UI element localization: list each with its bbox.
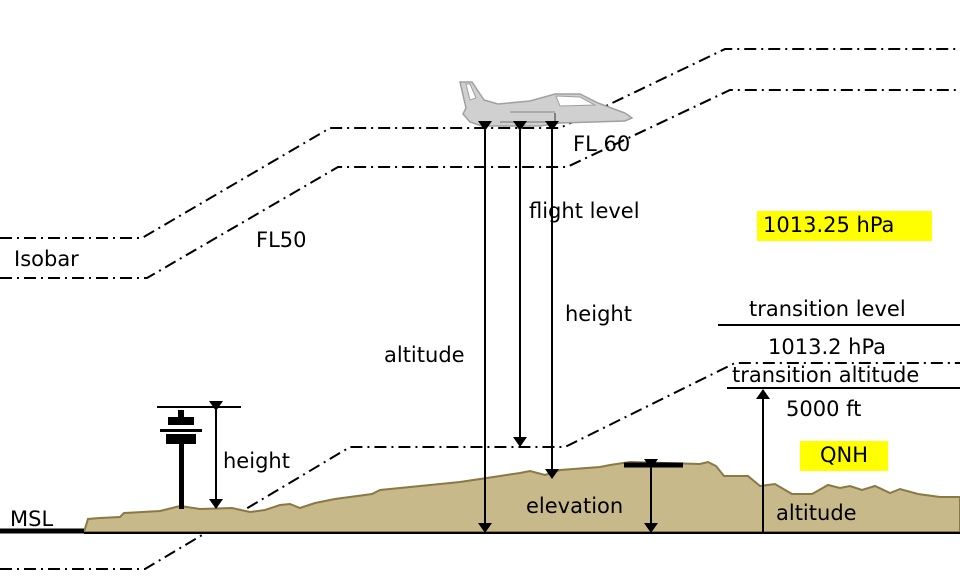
- msl-label: MSL: [10, 507, 54, 531]
- aircraft-icon: [459, 81, 634, 127]
- fl60-label: FL 60: [573, 132, 631, 156]
- height-tower-label: height: [223, 449, 290, 473]
- control-tower-icon: [160, 410, 202, 509]
- height-aircraft-label: height: [565, 302, 632, 326]
- isobar-transition: [0, 362, 960, 570]
- fl50-label: FL50: [256, 228, 307, 252]
- transition-level-label: transition level: [749, 297, 906, 321]
- standard-pressure-badge: 1013.25 hPa: [757, 211, 933, 241]
- isobar-label: Isobar: [14, 247, 79, 271]
- altitude-aircraft-label: altitude: [384, 343, 465, 367]
- transition-pressure-label: 1013.2 hPa: [768, 335, 887, 359]
- qnh-badge: QNH: [800, 441, 889, 471]
- transition-altitude-value: 5000 ft: [786, 397, 862, 421]
- altitude-right-label: altitude: [776, 501, 857, 525]
- transition-altitude-label: transition altitude: [732, 363, 920, 387]
- elevation-label: elevation: [526, 494, 624, 518]
- isobar-lines: [0, 48, 960, 570]
- flight-level-label: flight level: [529, 199, 640, 223]
- isobar-upper: [0, 48, 960, 239]
- terrain: [82, 460, 960, 533]
- isobar-lower: [0, 89, 960, 279]
